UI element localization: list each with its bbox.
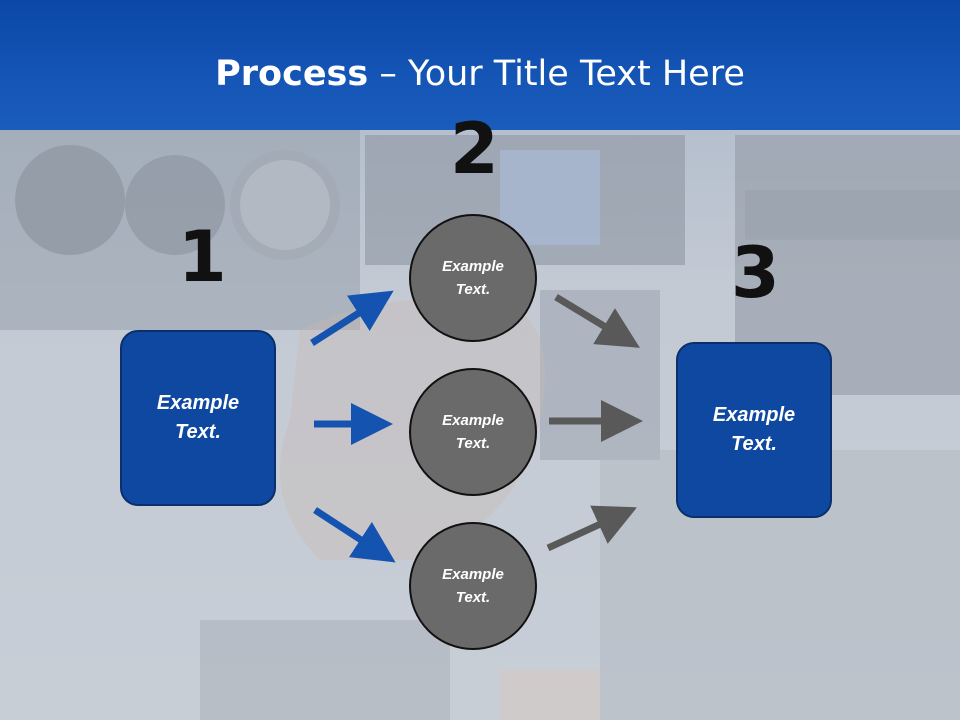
title-bar bbox=[0, 0, 960, 130]
process-circle-top-label: Example Text. bbox=[442, 258, 504, 298]
step-number-2: 2 bbox=[450, 108, 499, 190]
title-bold: Process bbox=[215, 54, 369, 94]
process-box-end: Example Text. bbox=[676, 342, 832, 518]
step-number-1: 1 bbox=[178, 216, 227, 298]
process-circle-bottom: Example Text. bbox=[409, 522, 537, 650]
step-number-3: 3 bbox=[731, 232, 780, 314]
process-box-start-label: Example Text. bbox=[156, 392, 240, 443]
process-box-end-label: Example Text. bbox=[712, 404, 796, 455]
process-circle-top: Example Text. bbox=[409, 214, 537, 342]
slide-title: Process – Your Title Text Here bbox=[0, 52, 960, 96]
process-circle-middle: Example Text. bbox=[409, 368, 537, 496]
process-box-start: Example Text. bbox=[120, 330, 276, 506]
process-circle-middle-label: Example Text. bbox=[442, 412, 504, 452]
process-circle-bottom-label: Example Text. bbox=[442, 566, 504, 606]
title-rest: – Your Title Text Here bbox=[368, 54, 745, 94]
